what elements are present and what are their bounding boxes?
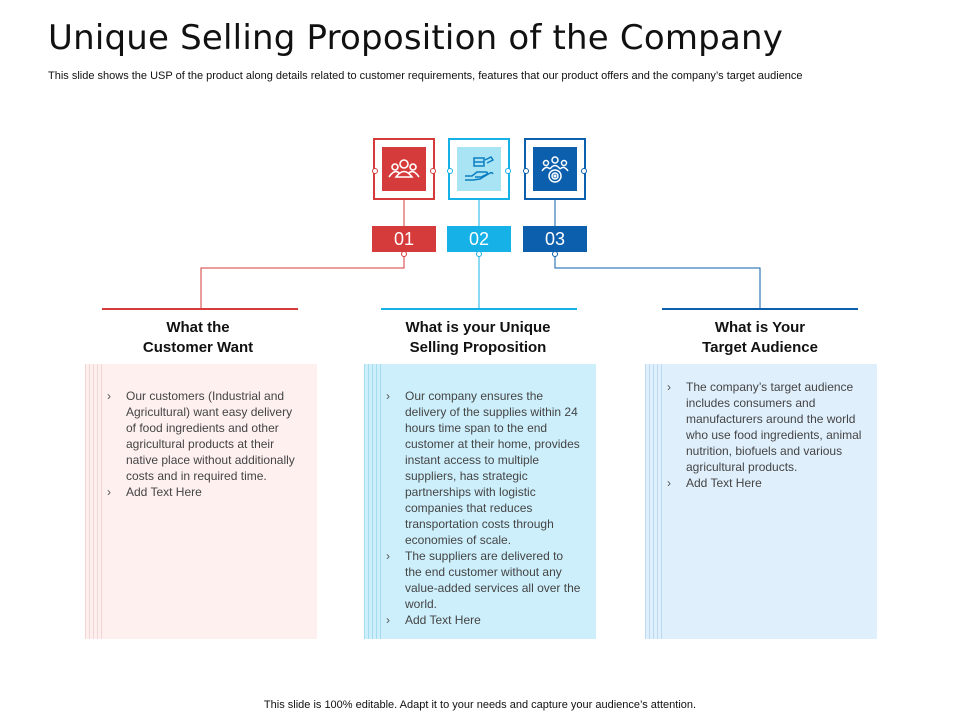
column-1-heading: What the Customer Want xyxy=(142,319,254,356)
customers-icon-tile xyxy=(372,138,436,200)
list-item: Our customers (Industrial and Agricultur… xyxy=(105,388,303,484)
column-1-panel: Our customers (Industrial and Agricultur… xyxy=(85,364,317,639)
step-number-03: 03 xyxy=(523,226,587,252)
column-3-panel: The company’s target audience includes c… xyxy=(645,364,877,639)
customers-group-icon xyxy=(388,159,420,178)
column-3-bullets: The company’s target audience includes c… xyxy=(665,379,863,491)
column-2-heading: What is your Unique Selling Proposition xyxy=(405,319,551,356)
list-item: The suppliers are delivered to the end c… xyxy=(384,548,582,612)
hand-delivery-icon xyxy=(465,156,495,181)
column-1-bullets: Our customers (Industrial and Agricultur… xyxy=(105,388,303,500)
delivery-icon-tile xyxy=(447,138,511,200)
footer-note: This slide is 100% editable. Adapt it to… xyxy=(263,699,697,711)
column-2-bullets: Our company ensures the delivery of the … xyxy=(384,388,582,628)
list-item: Add Text Here xyxy=(665,475,863,491)
list-item: Our company ensures the delivery of the … xyxy=(384,388,582,548)
list-item: Add Text Here xyxy=(384,612,582,628)
audience-icon-tile xyxy=(523,138,587,200)
column-3-rule xyxy=(662,308,858,310)
step-number-02: 02 xyxy=(447,226,511,252)
page-subtitle: This slide shows the USP of the product … xyxy=(48,70,803,82)
list-item: Add Text Here xyxy=(105,484,303,500)
column-2-panel: Our company ensures the delivery of the … xyxy=(364,364,596,639)
step-number-01: 01 xyxy=(372,226,436,252)
column-1-rule xyxy=(102,308,298,310)
target-audience-icon xyxy=(541,156,569,183)
column-2-rule xyxy=(381,308,577,310)
page-title: Unique Selling Proposition of the Compan… xyxy=(48,18,784,58)
column-3-heading: What is Your Target Audience xyxy=(702,319,818,356)
list-item: The company’s target audience includes c… xyxy=(665,379,863,475)
